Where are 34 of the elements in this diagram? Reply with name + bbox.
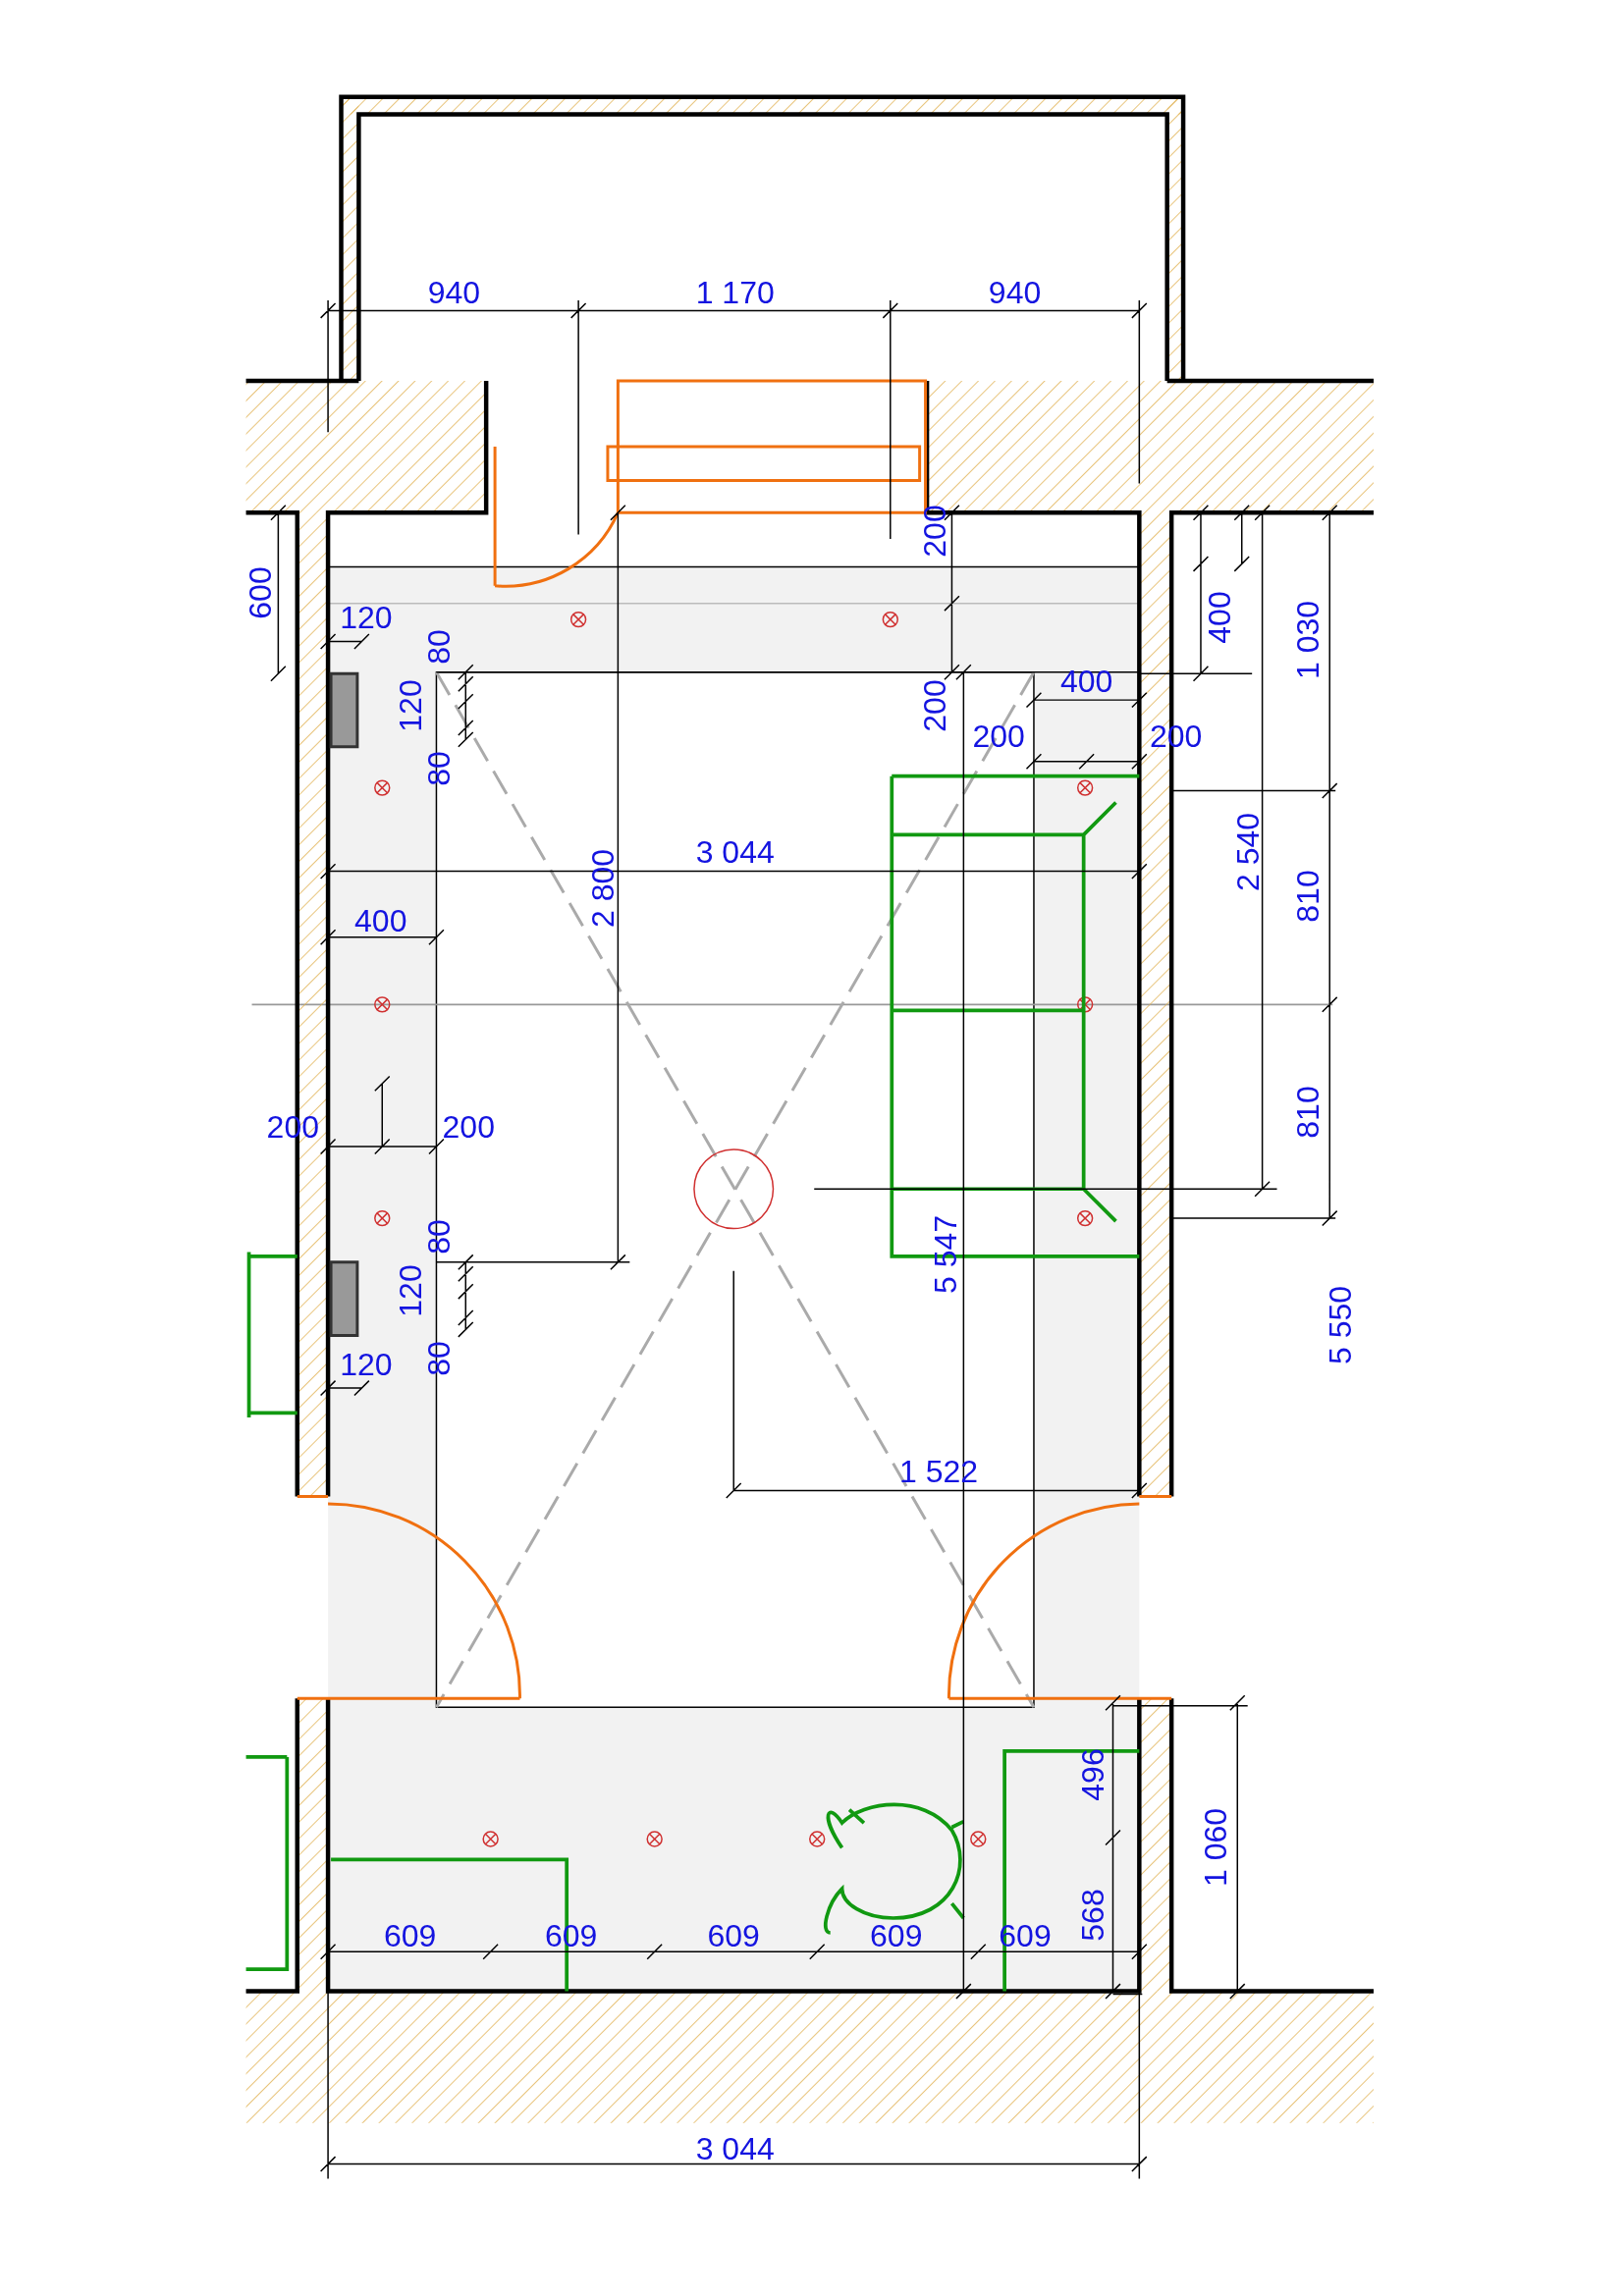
dimension-label: 80 bbox=[423, 751, 456, 786]
dimension-label: 810 bbox=[1291, 870, 1324, 923]
dimension-label: 5 550 bbox=[1324, 1285, 1356, 1364]
dimension-label: 200 bbox=[918, 679, 950, 732]
dimension-label: 2 540 bbox=[1231, 812, 1264, 892]
dimension-label: 2 800 bbox=[587, 849, 620, 929]
dimension-label: 609 bbox=[383, 1919, 437, 1951]
dimension-label: 200 bbox=[918, 505, 950, 559]
dimension-label: 609 bbox=[707, 1919, 760, 1951]
dimension-label: 80 bbox=[423, 629, 456, 665]
dimension-label: 496 bbox=[1076, 1747, 1109, 1801]
dimension-label: 810 bbox=[1291, 1086, 1324, 1140]
dimension-label: 940 bbox=[988, 277, 1042, 309]
dimension-label: 940 bbox=[427, 277, 481, 309]
dimension-label: 400 bbox=[354, 905, 407, 937]
dimension-label: 1 060 bbox=[1199, 1808, 1231, 1888]
dimension-label: 5 547 bbox=[930, 1215, 962, 1295]
dimension-label: 600 bbox=[244, 566, 277, 619]
dimension-label: 200 bbox=[972, 721, 1025, 753]
dimension-label: 400 bbox=[1204, 591, 1236, 645]
dimension-label: 568 bbox=[1076, 1889, 1109, 1942]
dimension-label: 1 170 bbox=[695, 277, 775, 309]
dimension-label: 80 bbox=[423, 1341, 456, 1376]
dimension-label: 3 044 bbox=[695, 2133, 775, 2165]
dimension-label: 1 030 bbox=[1291, 600, 1324, 679]
dimension-label: 200 bbox=[442, 1111, 495, 1144]
dimension-label: 3 044 bbox=[695, 836, 775, 868]
dimension-label: 80 bbox=[423, 1219, 456, 1255]
dimension-label: 120 bbox=[394, 1264, 426, 1318]
dimension-label: 120 bbox=[340, 1349, 393, 1380]
dimension-label: 400 bbox=[1059, 665, 1113, 697]
dimension-label: 120 bbox=[340, 602, 393, 634]
dimension-label: 609 bbox=[870, 1919, 923, 1951]
dimension-label: 120 bbox=[394, 679, 426, 732]
